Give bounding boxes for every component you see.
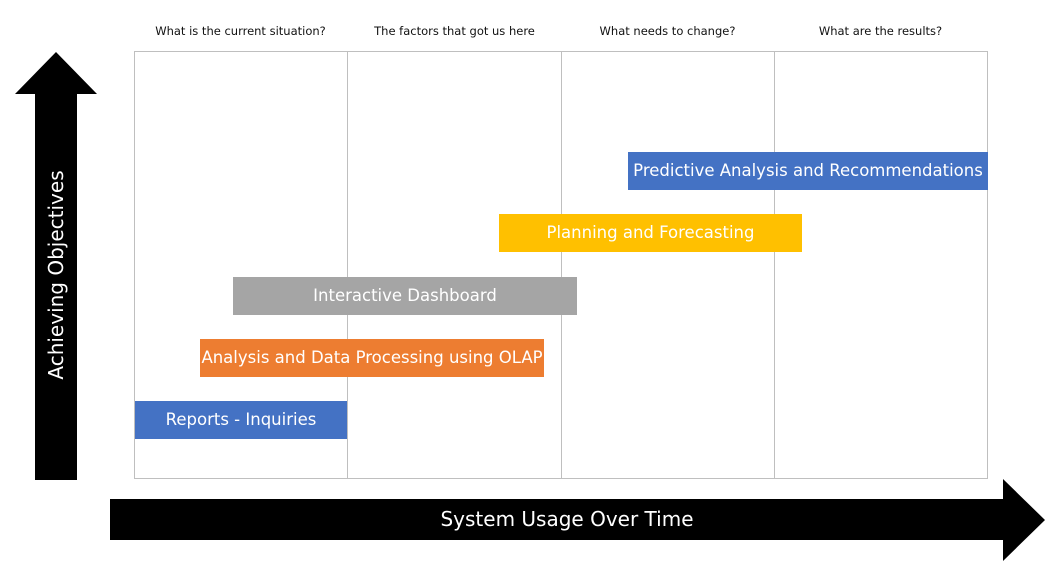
grid-divider xyxy=(561,51,562,479)
bar-predictive-analysis: Predictive Analysis and Recommendations xyxy=(628,152,988,190)
grid-divider xyxy=(774,51,775,479)
bar-interactive-dashboard: Interactive Dashboard xyxy=(233,277,577,315)
bar-reports-inquiries: Reports - Inquiries xyxy=(135,401,347,439)
column-header-current-situation: What is the current situation? xyxy=(155,24,326,38)
bar-analysis-olap: Analysis and Data Processing using OLAP xyxy=(200,339,544,377)
y-axis-label: Achieving Objectives xyxy=(44,170,68,380)
column-header-needs-to-change: What needs to change? xyxy=(599,24,736,38)
grid-divider xyxy=(347,51,348,479)
up-arrow-icon xyxy=(15,52,97,480)
column-header-results: What are the results? xyxy=(818,24,943,38)
x-axis-label: System Usage Over Time xyxy=(440,507,694,531)
right-arrow-icon xyxy=(110,479,1045,561)
column-header-factors: The factors that got us here xyxy=(374,24,535,38)
bar-planning-forecasting: Planning and Forecasting xyxy=(499,214,802,252)
